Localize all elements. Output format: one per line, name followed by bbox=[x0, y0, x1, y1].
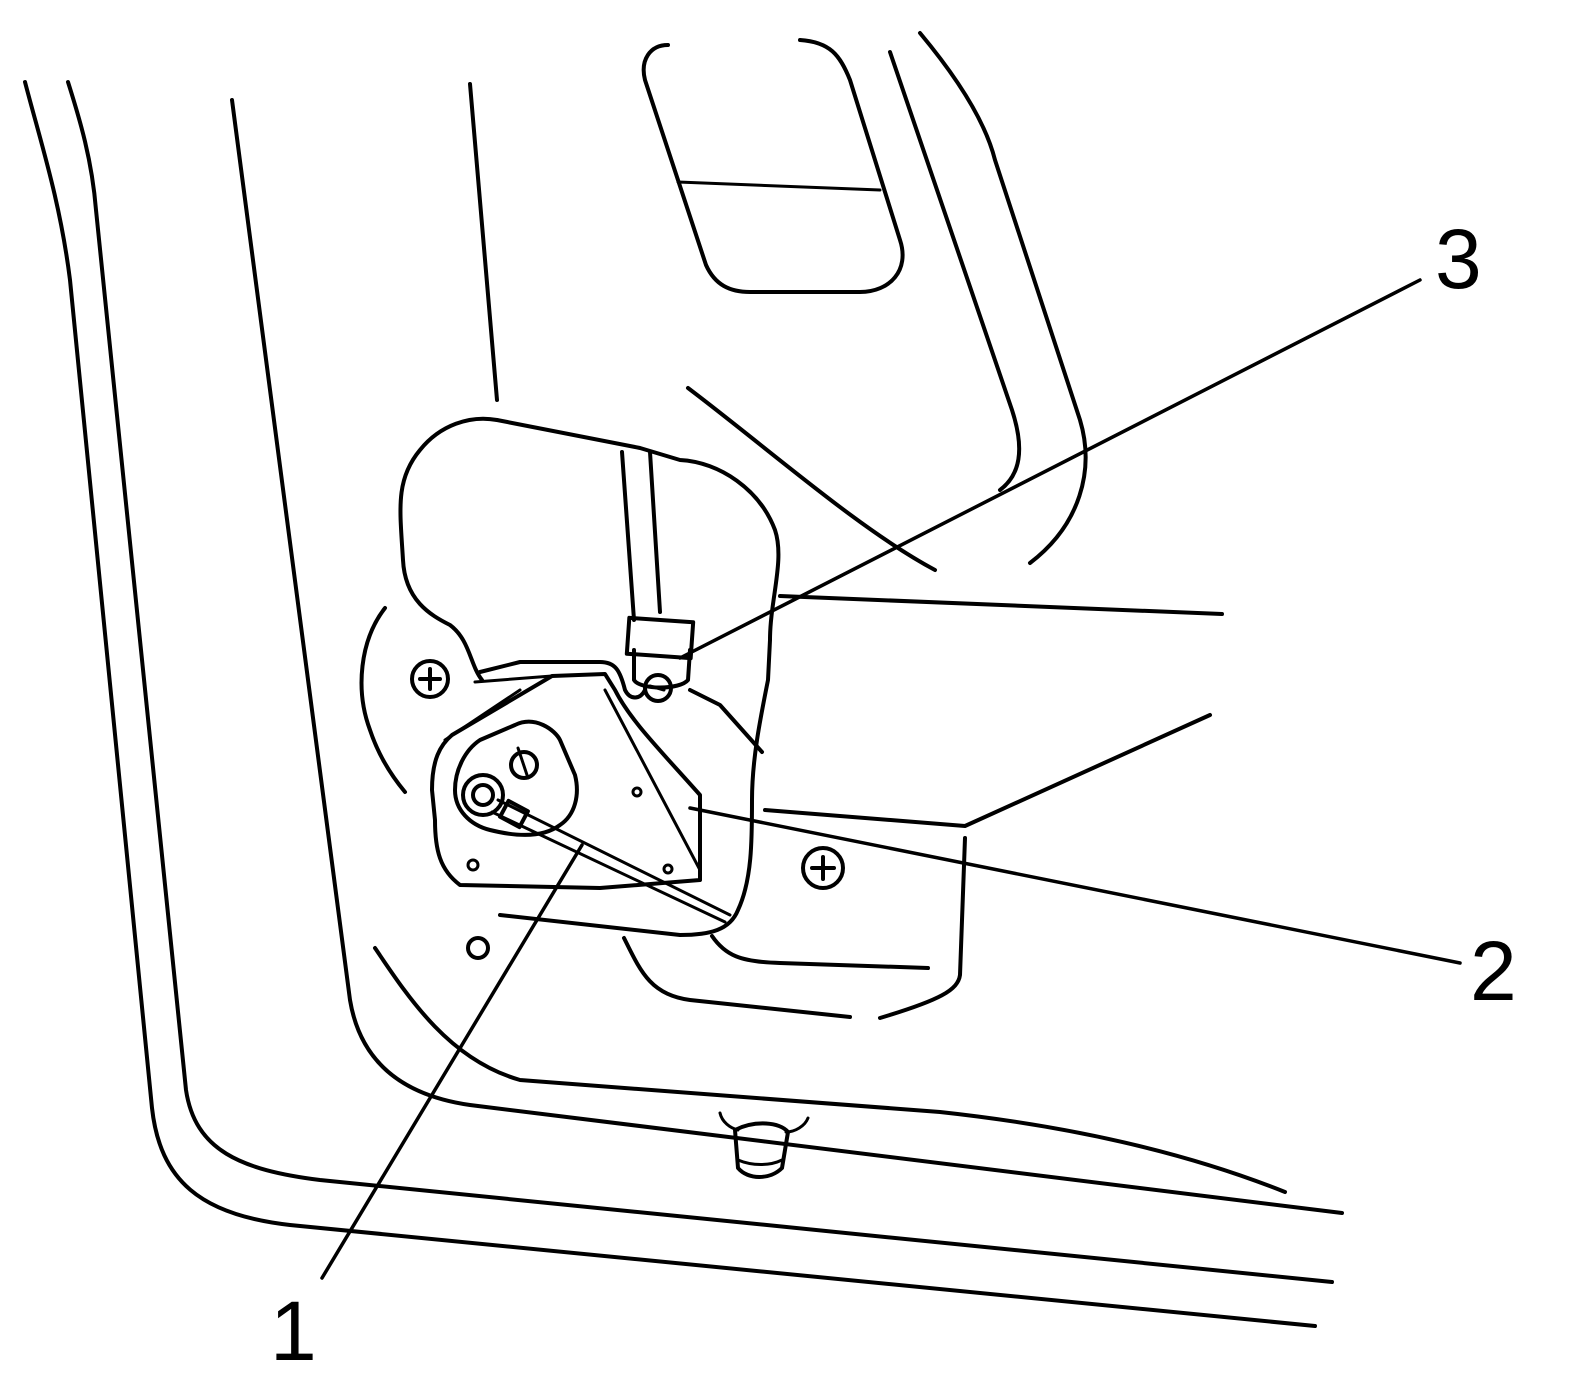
leader-line-1 bbox=[320, 843, 584, 1280]
screw-icon-2 bbox=[801, 846, 845, 890]
pillar-line-1 bbox=[888, 50, 1022, 492]
latch-rod-1 bbox=[496, 798, 732, 917]
window-trim bbox=[468, 31, 1224, 616]
latch-body bbox=[430, 672, 702, 890]
door-outer-edge bbox=[23, 80, 1317, 1328]
screw-icon bbox=[410, 659, 450, 699]
lower-trim-vertical bbox=[878, 836, 967, 1020]
door-hole bbox=[466, 936, 490, 960]
door-inner-panel-edge bbox=[230, 98, 1344, 1215]
bolt-icon-2 bbox=[466, 858, 480, 872]
latch-cable-upper-2 bbox=[648, 450, 662, 614]
trim-line-left bbox=[468, 82, 499, 402]
clip-icon bbox=[643, 673, 673, 703]
cam-pivot-inner bbox=[471, 783, 495, 807]
cable-connector-clip bbox=[624, 615, 696, 661]
service-opening-left-arc bbox=[359, 606, 407, 794]
screws bbox=[410, 659, 845, 960]
latch-bracket-top bbox=[478, 660, 647, 700]
callout-2: 2 bbox=[1470, 924, 1517, 1018]
latch-cable-upper-1 bbox=[620, 450, 636, 622]
leader-lines bbox=[320, 278, 1462, 1280]
drain-plug-tab-left bbox=[718, 1111, 740, 1132]
drain-plug-rim bbox=[736, 1158, 784, 1166]
cam-pivot-outer bbox=[461, 773, 505, 817]
lower-trim-bottom bbox=[622, 936, 852, 1019]
bolt-icon-3 bbox=[662, 863, 674, 875]
clip-icon-mark bbox=[648, 684, 666, 692]
rod-end-clip bbox=[498, 798, 530, 830]
latch-rod-2 bbox=[490, 810, 727, 924]
latch-assembly bbox=[430, 450, 764, 924]
callout-1: 1 bbox=[270, 1284, 317, 1378]
drain-plug bbox=[718, 1111, 810, 1179]
drain-plug-tab-right bbox=[784, 1116, 810, 1134]
door-outer-edge-2 bbox=[66, 80, 1334, 1284]
cam-pivot-second-mark bbox=[516, 746, 530, 780]
door-sill-line bbox=[373, 946, 1287, 1194]
latch-plate bbox=[443, 674, 554, 742]
leader-line-3 bbox=[678, 278, 1422, 660]
latch-cam-outline bbox=[453, 719, 579, 837]
latch-inner-edge bbox=[603, 688, 702, 872]
inner-trim-horizontal bbox=[778, 594, 1224, 616]
window-handle-divider bbox=[676, 180, 882, 192]
latch-bracket-right bbox=[688, 688, 764, 754]
callout-3: 3 bbox=[1435, 212, 1482, 306]
door-frame bbox=[23, 80, 1344, 1328]
lower-trim-inner bbox=[710, 934, 930, 970]
window-handle-recess bbox=[641, 38, 905, 294]
bolt-icon bbox=[631, 786, 643, 798]
lower-trim-upper bbox=[763, 713, 1212, 828]
service-opening-right bbox=[495, 418, 781, 937]
pillar-line-2 bbox=[918, 31, 1088, 565]
service-opening bbox=[359, 416, 781, 937]
inner-trim-diagonal bbox=[686, 386, 937, 572]
service-opening-outline bbox=[398, 416, 499, 682]
lower-trim bbox=[622, 713, 1212, 1020]
cam-pivot-second bbox=[509, 750, 539, 780]
drain-plug-cap bbox=[733, 1121, 790, 1179]
leader-line-2 bbox=[688, 806, 1462, 965]
